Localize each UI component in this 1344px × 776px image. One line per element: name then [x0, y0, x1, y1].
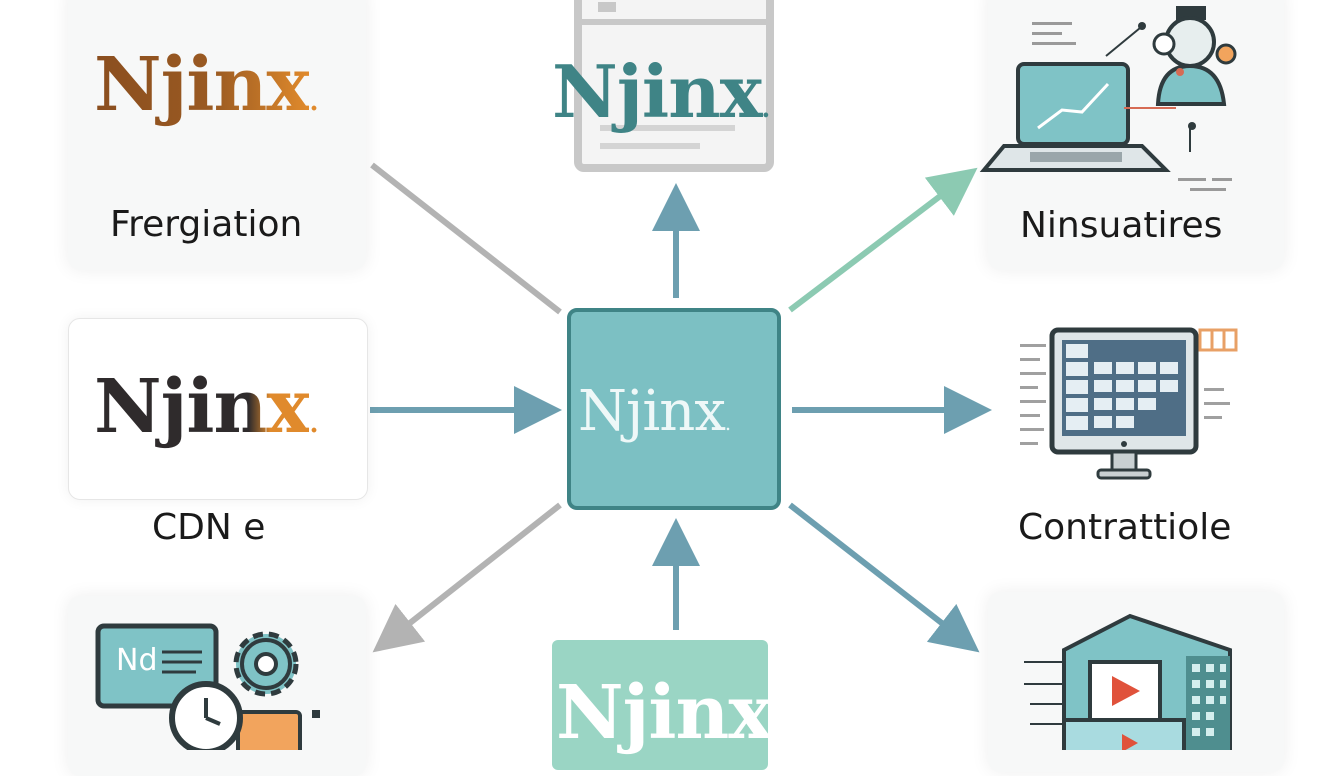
- arrow-top-right: [788, 167, 978, 313]
- arrow-bottom-right: [788, 502, 980, 653]
- laptop-person-illustration: [979, 6, 1237, 191]
- logo-dot: .: [771, 715, 780, 745]
- document-icon: [574, 0, 774, 172]
- logo-text: Njinx: [578, 379, 726, 444]
- label-top-left: Frergiation: [110, 204, 303, 245]
- bottom-center-box: [552, 640, 768, 770]
- gear-icon: [233, 631, 299, 697]
- logo-dot: .: [309, 87, 318, 117]
- label-middle-right: Contrattiole: [1018, 507, 1232, 548]
- logo-top-left: Njinx.: [94, 48, 318, 122]
- logo-text: Njinx: [552, 49, 762, 134]
- logo-text: Njinx: [556, 670, 772, 756]
- monitor-gear-clock-illustration: [95, 623, 320, 750]
- logo-top-center: Njinx.: [552, 56, 771, 128]
- monitor-spreadsheet-illustration: [1020, 327, 1238, 480]
- logo-dot: .: [309, 409, 318, 439]
- logo-text: Njinx: [94, 364, 310, 450]
- logo-dot: .: [724, 412, 731, 435]
- connector-arrows: [370, 162, 992, 653]
- center-hub: [567, 308, 781, 510]
- logo-dot: .: [761, 93, 771, 123]
- label-top-right: Ninsuatires: [1020, 205, 1223, 246]
- label-middle-left: CDN e: [152, 507, 266, 548]
- logo-bottom-center: Njinx.: [556, 676, 780, 750]
- logo-text: Njinx: [94, 42, 310, 128]
- screen-text: Nd: [116, 643, 158, 678]
- play-icon: [1112, 676, 1140, 706]
- card-middle-left: [68, 318, 368, 500]
- clock-icon: [169, 681, 243, 750]
- card-top-left: [68, 0, 366, 270]
- logo-center: Njinx.: [578, 384, 731, 440]
- building-video-illustration: [1024, 613, 1232, 750]
- arrow-bottom-left: [372, 502, 562, 653]
- logo-middle-left: Njinx.: [94, 370, 318, 444]
- arrow-top-left-line: [370, 162, 562, 315]
